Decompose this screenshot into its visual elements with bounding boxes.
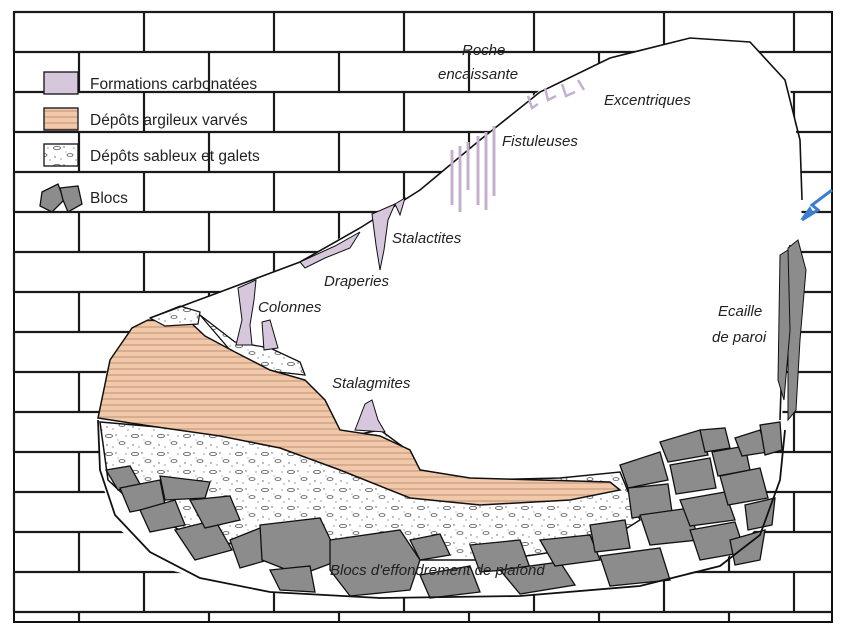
label-encaissante: encaissante	[438, 66, 518, 83]
legend-label-sand: Dépôts sableux et galets	[90, 148, 260, 165]
label-excentriques: Excentriques	[604, 92, 691, 109]
legend-label-carbonate: Formations carbonatées	[90, 76, 257, 93]
legend-swatch-sand	[44, 144, 78, 166]
label-fistuleuses: Fistuleuses	[502, 133, 578, 150]
block	[700, 428, 730, 452]
legend-label-blocks: Blocs	[90, 190, 128, 207]
label-roche: Roche	[462, 42, 505, 59]
legend-swatch-clay	[44, 108, 78, 130]
block	[590, 520, 630, 552]
label-blocs-effondrement: Blocs d'effondrement de plafond	[330, 562, 545, 579]
legend-label-clay: Dépôts argileux varvés	[90, 112, 248, 129]
legend-swatch-carbonate	[44, 72, 78, 94]
label-stalagmites: Stalagmites	[332, 375, 411, 392]
block	[670, 458, 716, 494]
label-ecaille: Ecaille	[718, 303, 762, 320]
label-stalactites: Stalactites	[392, 230, 462, 247]
label-de-paroi: de paroi	[712, 329, 767, 346]
label-colonnes: Colonnes	[258, 299, 322, 316]
label-draperies: Draperies	[324, 273, 390, 290]
